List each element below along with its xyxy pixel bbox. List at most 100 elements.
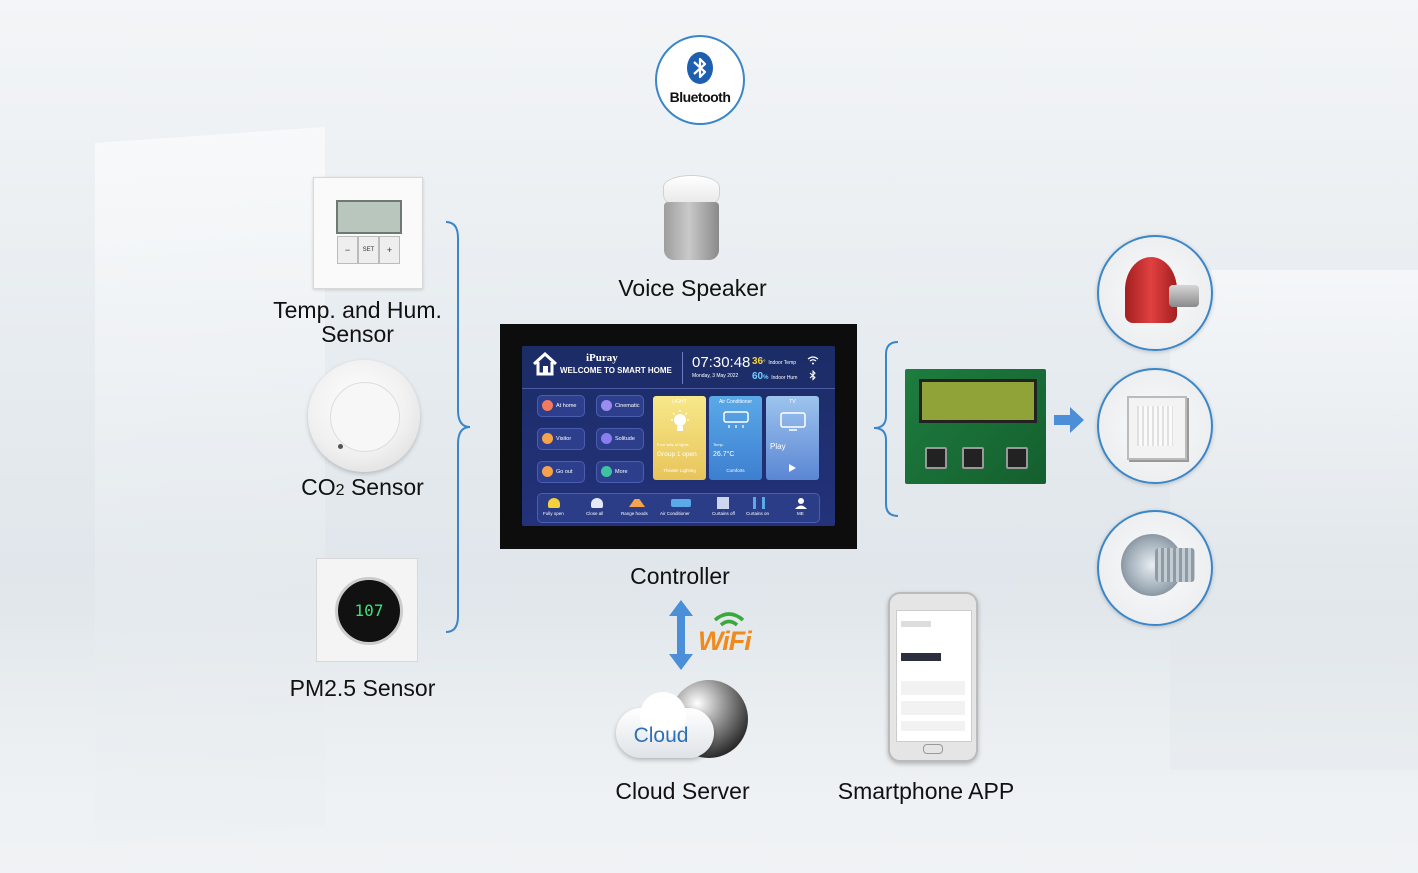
ac-card-title: Air Conditioner bbox=[718, 399, 753, 405]
scene-cinematic-label: Cinematic bbox=[615, 403, 640, 409]
bluetooth-label: Bluetooth bbox=[669, 89, 731, 105]
wifi-badge: WiFi bbox=[698, 612, 760, 662]
left-group-bracket bbox=[445, 221, 471, 633]
bottom-range-hoods[interactable]: Range hoods bbox=[621, 511, 648, 516]
blower-motor bbox=[1155, 548, 1195, 582]
smartphone-image bbox=[888, 592, 978, 762]
app-row-4 bbox=[901, 721, 965, 731]
bluetooth-status-icon bbox=[809, 370, 816, 381]
thermostat-set-key: SET bbox=[358, 236, 379, 264]
bottom-close-all[interactable]: Close all bbox=[586, 511, 604, 516]
ac-bar-icon bbox=[671, 499, 691, 507]
fan-motor bbox=[1169, 285, 1199, 307]
range-hood-icon bbox=[629, 499, 645, 507]
bottom-curtains-off[interactable]: Curtains off bbox=[712, 511, 735, 516]
thermostat-lcd bbox=[336, 200, 402, 234]
tv-card-line1: Play bbox=[770, 442, 786, 451]
light-card-line1: Four sets of lights bbox=[657, 442, 689, 447]
close-all-icon bbox=[591, 498, 603, 508]
scene-visitor-label: Visitor bbox=[556, 436, 572, 442]
app-banner bbox=[901, 653, 941, 661]
tv-play-icon bbox=[789, 464, 796, 472]
smartphone-app-label: Smartphone APP bbox=[837, 778, 1015, 804]
screen-brand: iPuray bbox=[586, 352, 618, 364]
phone-home-button bbox=[923, 744, 943, 754]
scene-more[interactable]: More bbox=[597, 462, 643, 482]
voice-speaker-image bbox=[664, 176, 719, 260]
curtains-off-icon bbox=[717, 497, 729, 509]
co2-sensor-led bbox=[338, 444, 343, 449]
scene-cinematic[interactable]: Cinematic bbox=[597, 396, 643, 416]
scene-go-out[interactable]: Go out bbox=[538, 462, 584, 482]
fan-housing bbox=[1125, 257, 1177, 323]
board-key-2 bbox=[962, 447, 984, 469]
screen-indoor-temp: 36° Indoor Temp bbox=[752, 356, 796, 367]
temp-caption: Indoor Temp bbox=[768, 360, 797, 366]
scene-more-label: More bbox=[615, 469, 628, 475]
fully-open-icon bbox=[548, 498, 560, 508]
smartphone-screen bbox=[896, 610, 972, 742]
light-card[interactable]: LIGHT Four sets of lights Group 1 open T… bbox=[653, 396, 706, 480]
co2-label-prefix: CO bbox=[301, 474, 336, 500]
scene-visitor[interactable]: Visitor bbox=[538, 429, 584, 449]
pm25-sensor-image: 107 bbox=[316, 558, 418, 662]
controller-screen: iPuray WELCOME TO SMART HOME 07:30:48 Mo… bbox=[522, 346, 835, 526]
blower-device bbox=[1097, 510, 1213, 626]
temp-value: 36 bbox=[752, 356, 764, 367]
wifi-label: WiFi bbox=[698, 626, 752, 656]
cloud-bump bbox=[640, 692, 686, 738]
co2-sensor-face bbox=[330, 382, 400, 452]
pm25-sensor-label: PM2.5 Sensor bbox=[289, 675, 436, 701]
exhaust-fan-device bbox=[1097, 368, 1213, 484]
light-card-line3: Theater Lighting bbox=[663, 468, 696, 473]
tv-card[interactable]: TV Play bbox=[766, 396, 819, 480]
speaker-base bbox=[664, 202, 719, 260]
home-icon bbox=[532, 352, 558, 376]
bottom-me[interactable]: ME bbox=[797, 511, 804, 516]
screen-date: Monday, 3 May 2022 bbox=[692, 373, 739, 379]
bluetooth-badge: Bluetooth bbox=[655, 35, 745, 125]
thermostat-plus-key: + bbox=[379, 236, 400, 264]
temp-hum-sensor-label: Temp. and Hum. Sensor bbox=[273, 297, 442, 348]
ac-card-line3: Comforts bbox=[726, 468, 745, 473]
ac-card-line2: 26.7°C bbox=[713, 451, 735, 458]
control-board-image bbox=[905, 369, 1046, 484]
app-row-2 bbox=[901, 681, 965, 695]
light-card-line2: Group 1 open bbox=[657, 451, 697, 458]
wifi-signal-icon bbox=[713, 612, 745, 627]
bottom-curtains-on[interactable]: Curtains on bbox=[746, 511, 770, 516]
hum-value: 60 bbox=[752, 371, 764, 382]
exhaust-fan-grille bbox=[1137, 406, 1173, 446]
board-lcd bbox=[919, 379, 1037, 423]
curtains-on-icon bbox=[753, 497, 765, 509]
co2-label-subscript: 2 bbox=[335, 482, 345, 499]
voice-speaker-label: Voice Speaker bbox=[618, 275, 767, 301]
scene-solitude-label: Solitude bbox=[615, 436, 635, 442]
screen-header: iPuray WELCOME TO SMART HOME 07:30:48 Mo… bbox=[522, 346, 835, 389]
cloud-label: Cloud bbox=[633, 724, 689, 747]
air-conditioner-icon bbox=[723, 411, 749, 428]
screen-indoor-hum: 60% Indoor Hum bbox=[752, 371, 797, 382]
screen-welcome: WELCOME TO SMART HOME bbox=[560, 366, 672, 375]
centrifugal-fan-device bbox=[1097, 235, 1213, 351]
scene-go-out-label: Go out bbox=[556, 469, 573, 475]
bottom-fully-open[interactable]: Fully open bbox=[543, 511, 564, 516]
app-row-3 bbox=[901, 701, 965, 715]
scene-at-home-label: At home bbox=[556, 403, 577, 409]
light-card-title: LIGHT bbox=[672, 399, 687, 405]
scene-solitude[interactable]: Solitude bbox=[597, 429, 643, 449]
bottom-air-conditioner[interactable]: Air Conditioner bbox=[660, 511, 690, 516]
co2-sensor-image bbox=[308, 360, 420, 472]
sync-double-arrow-icon bbox=[669, 600, 693, 670]
temp-unit: ° bbox=[763, 360, 766, 366]
speaker-top bbox=[664, 176, 719, 204]
hum-caption: Indoor Hum bbox=[771, 375, 798, 381]
ac-card-line1: Temp. bbox=[713, 442, 724, 447]
ac-card[interactable]: Air Conditioner Temp. 26.7°C Comforts bbox=[709, 396, 762, 480]
cloud-server-label: Cloud Server bbox=[615, 778, 750, 804]
arrow-right-icon bbox=[1054, 407, 1084, 433]
scene-at-home[interactable]: At home bbox=[538, 396, 584, 416]
co2-sensor-label: CO2 Sensor bbox=[270, 475, 455, 500]
screen-bottom-bar: Fully open Close all Range hoods Air Con… bbox=[538, 494, 819, 522]
wifi-status-icon bbox=[807, 356, 819, 365]
